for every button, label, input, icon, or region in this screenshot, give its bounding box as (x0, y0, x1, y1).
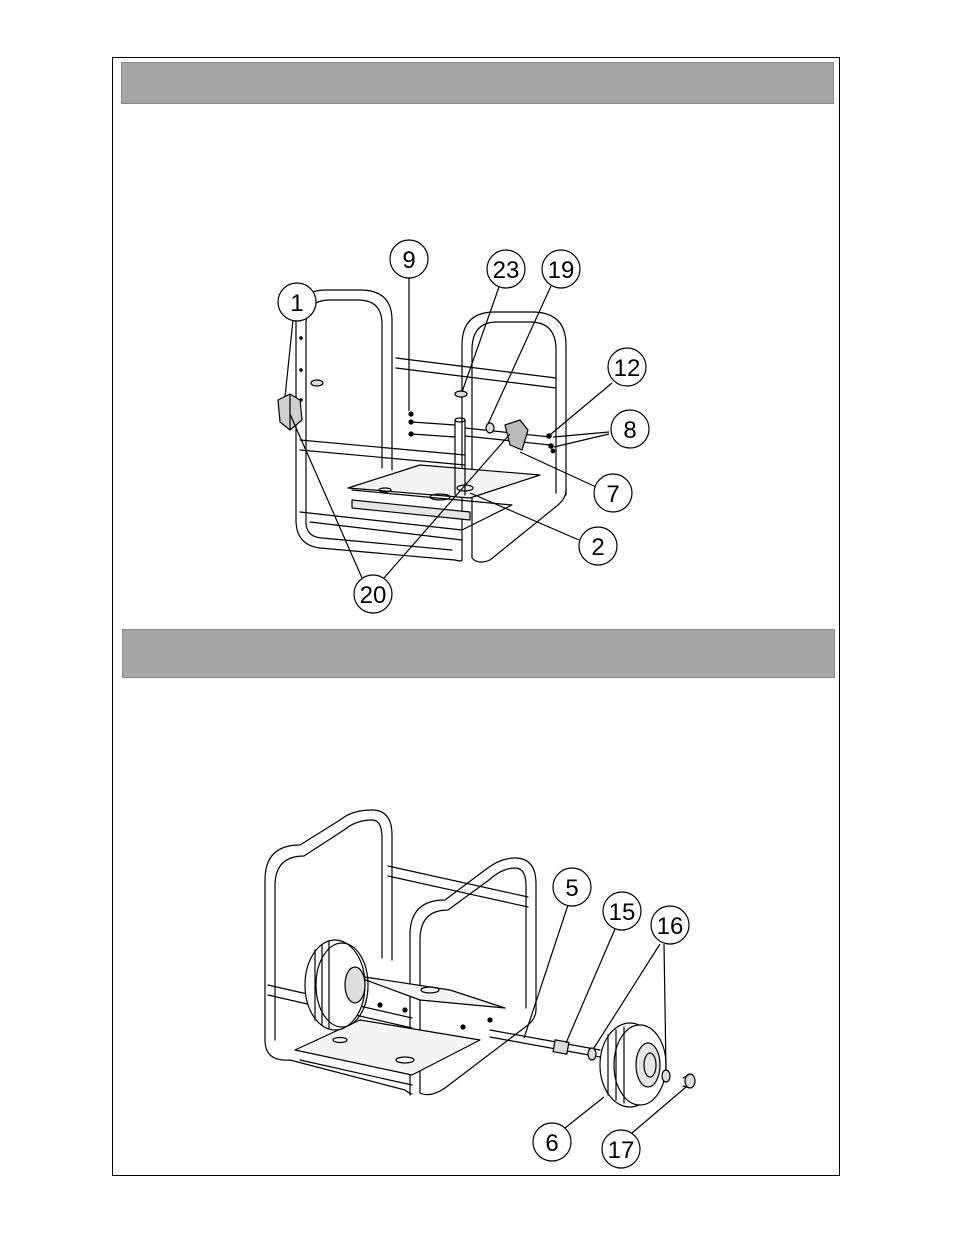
callout-1: 1 (278, 283, 316, 321)
callout-7: 7 (594, 474, 632, 512)
callout-9: 9 (390, 240, 428, 278)
callout-5: 5 (553, 868, 591, 906)
callout-label: 7 (606, 481, 619, 508)
callout-label: 19 (548, 257, 575, 284)
frame-drawing-top (278, 290, 566, 562)
leader-lines-top (285, 277, 612, 578)
callout-20: 20 (354, 575, 392, 613)
callout-6: 6 (533, 1123, 571, 1161)
frame-drawing-bottom (265, 810, 695, 1107)
callout-8: 8 (611, 410, 649, 448)
callout-label: 15 (609, 899, 636, 926)
callout-label: 2 (591, 534, 604, 561)
callout-23: 23 (487, 250, 525, 288)
callout-label: 5 (565, 875, 578, 902)
callout-label: 8 (623, 417, 636, 444)
callout-16: 16 (651, 906, 689, 944)
callout-label: 17 (608, 1137, 635, 1164)
callout-label: 20 (360, 582, 387, 609)
callout-2: 2 (579, 527, 617, 565)
callout-label: 6 (545, 1130, 558, 1157)
callout-label: 1 (290, 290, 303, 317)
callout-label: 23 (493, 257, 520, 284)
callout-15: 15 (603, 892, 641, 930)
callout-label: 12 (614, 355, 641, 382)
callout-12: 12 (608, 348, 646, 386)
callout-label: 9 (402, 247, 415, 274)
callout-17: 17 (602, 1130, 640, 1168)
callout-19: 19 (542, 250, 580, 288)
callout-label: 16 (657, 913, 684, 940)
